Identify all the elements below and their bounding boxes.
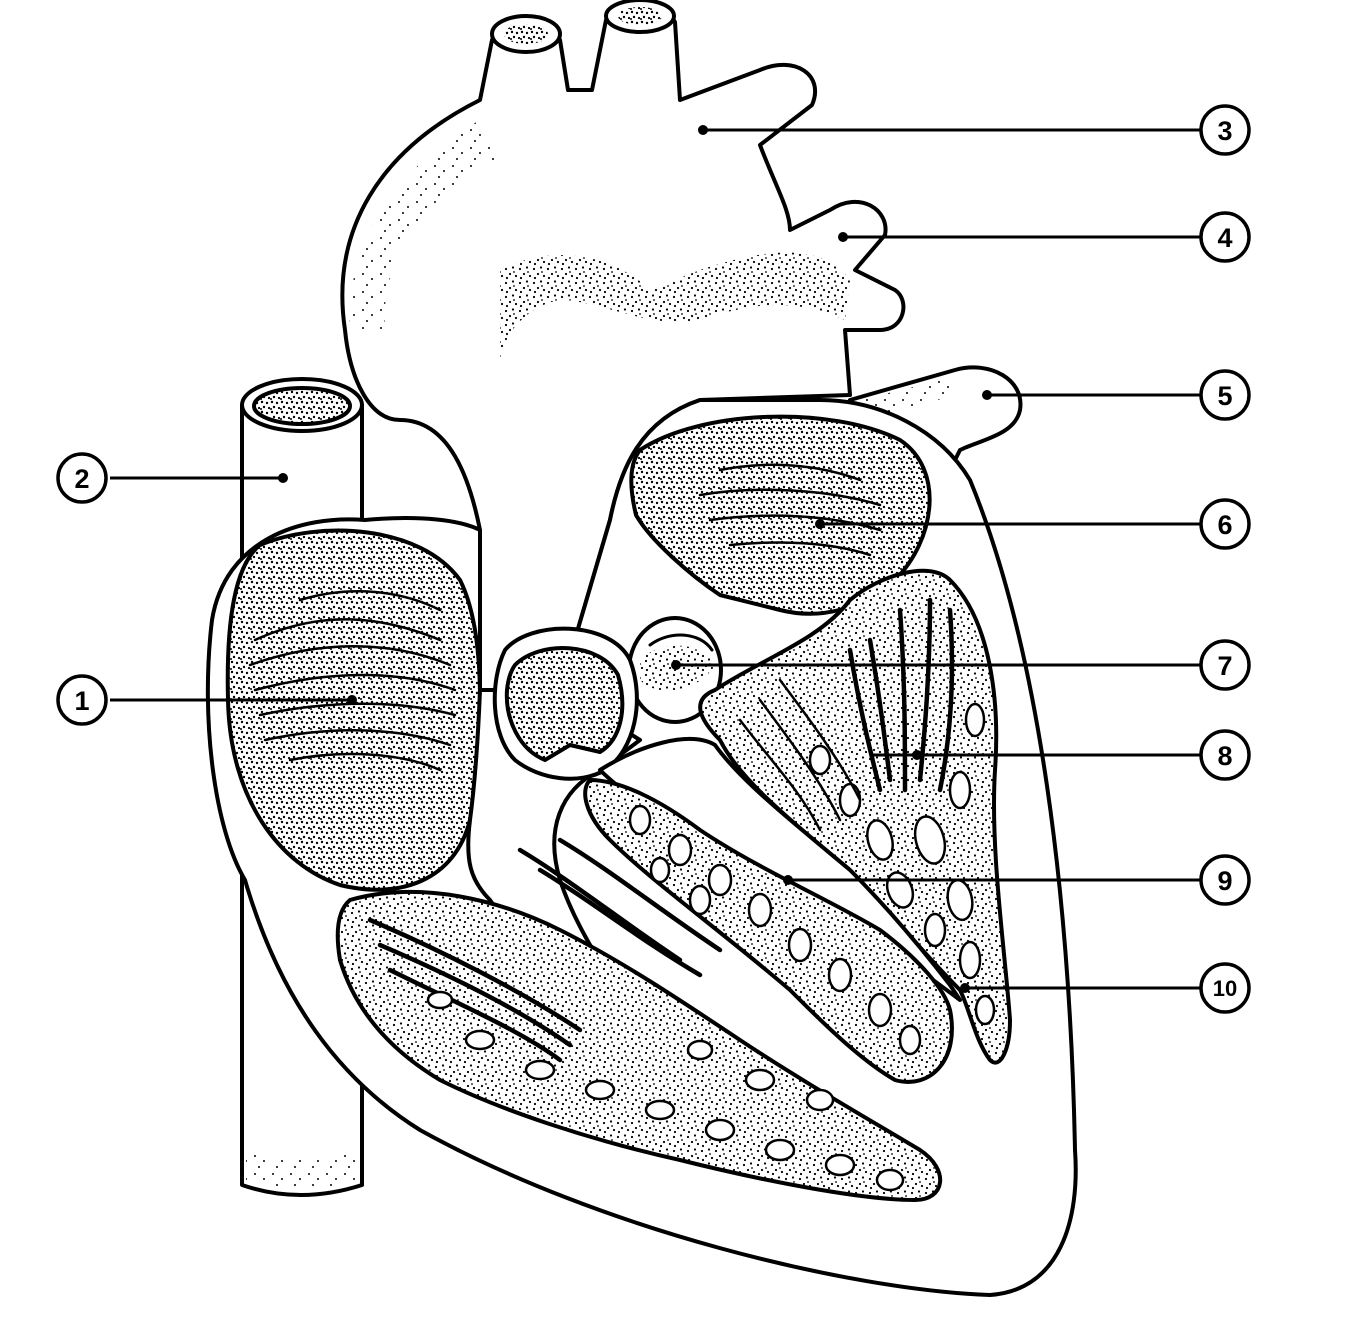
callout-4-label: 4: [1217, 223, 1232, 253]
interventricular-septum: [583, 778, 954, 1084]
callout-10: 10: [960, 962, 1251, 1014]
callout-5: 5: [982, 369, 1251, 421]
callout-8: 8: [870, 729, 1251, 781]
callout-7-label: 7: [1217, 651, 1232, 681]
right-ventricle-wall: [335, 837, 942, 1202]
callout-9-label: 9: [1217, 866, 1232, 896]
callout-3: 3: [698, 104, 1251, 156]
callout-4: 4: [838, 211, 1251, 263]
callout-1-label: 1: [74, 686, 89, 716]
callout-2: 2: [56, 452, 288, 504]
callout-7: 7: [671, 639, 1251, 691]
callout-3-label: 3: [1217, 116, 1232, 146]
callout-9: 9: [783, 854, 1251, 906]
pulmonary-valve: [492, 626, 639, 781]
callout-1: 1: [56, 674, 357, 726]
callout-5-label: 5: [1217, 381, 1232, 411]
callout-6-label: 6: [1217, 510, 1232, 540]
callout-2-label: 2: [74, 464, 89, 494]
aortic-valve: [627, 616, 723, 724]
left-ventricle-wall: [698, 568, 1012, 1065]
callout-6: 6: [815, 498, 1251, 550]
callout-10-label: 10: [1213, 976, 1237, 1001]
left-atrium: [629, 414, 932, 616]
right-atrium: [225, 528, 482, 892]
aortic-arch: [340, 0, 906, 692]
callout-8-label: 8: [1217, 741, 1232, 771]
